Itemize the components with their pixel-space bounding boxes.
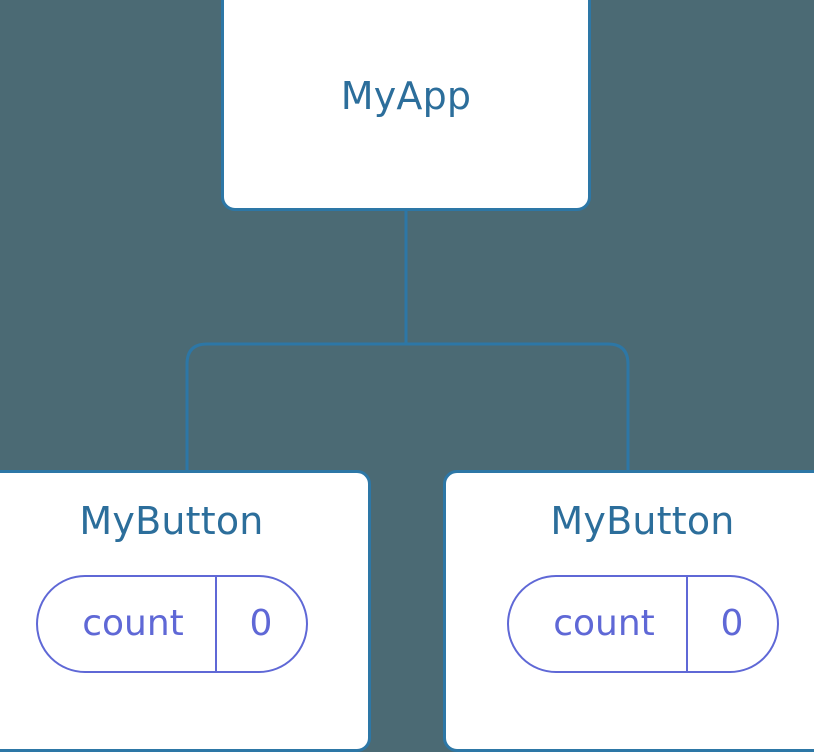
edge-branch-right [406,342,630,472]
state-key: count [82,602,184,644]
node-root-myapp[interactable]: MyApp [221,0,591,211]
node-child-mybutton-0[interactable]: MyButton count 0 [0,470,371,752]
node-title: MyButton [550,499,735,543]
state-pill[interactable]: count 0 [506,574,779,673]
state-value: 0 [685,576,777,671]
state-pill[interactable]: count 0 [35,574,308,673]
node-title: MyButton [79,499,264,543]
state-key: count [553,602,655,644]
edge-layer [185,211,630,472]
edge-branch-left [185,342,406,472]
state-value: 0 [214,576,306,671]
node-title: MyApp [340,73,472,118]
node-child-mybutton-1[interactable]: MyButton count 0 [443,470,814,752]
